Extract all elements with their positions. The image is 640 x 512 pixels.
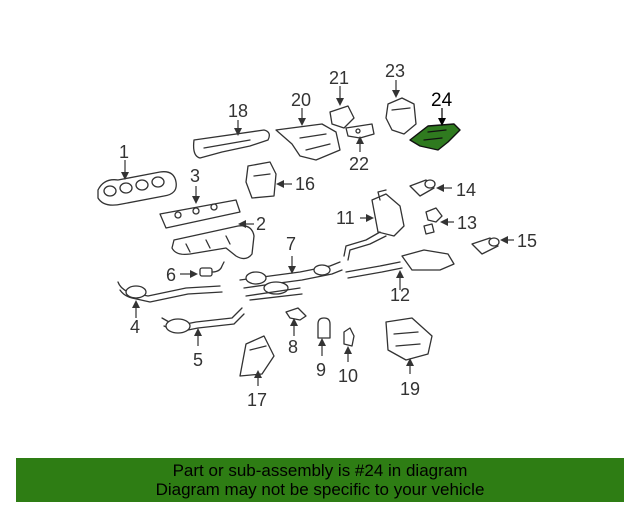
- callout-2: 2: [256, 214, 266, 234]
- part-6-oxygen-sensor[interactable]: [199, 261, 225, 277]
- part-3-gasket[interactable]: [159, 199, 241, 229]
- callout-12: 12: [390, 285, 410, 305]
- exhaust-parts-diagram: 1 3 2 18 20 21 22: [97, 61, 537, 410]
- part-10-insulator[interactable]: [343, 327, 355, 347]
- part-7-intermediate-pipe[interactable]: [239, 261, 343, 301]
- callout-19: 19: [400, 379, 420, 399]
- callout-8: 8: [288, 337, 298, 357]
- part-14-tail-tip[interactable]: [409, 179, 436, 197]
- part-21-bracket[interactable]: [329, 105, 355, 129]
- part-9-insulator[interactable]: [317, 317, 331, 339]
- callout-17: 17: [247, 390, 267, 410]
- part-22-bracket[interactable]: [345, 123, 375, 139]
- part-12-muffler[interactable]: [345, 249, 455, 279]
- callout-7: 7: [286, 234, 296, 254]
- callout-3: 3: [190, 166, 200, 186]
- callout-11: 11: [336, 208, 355, 228]
- callout-13: 13: [457, 213, 477, 233]
- callout-18: 18: [228, 101, 248, 121]
- part-8-hanger[interactable]: [285, 307, 307, 321]
- part-16-heat-shield[interactable]: [245, 161, 277, 199]
- part-20-heat-shield[interactable]: [275, 123, 341, 161]
- part-18-heat-shield[interactable]: [192, 129, 270, 159]
- part-19-heat-shield[interactable]: [385, 317, 433, 361]
- part-23-heat-shield[interactable]: [385, 97, 417, 135]
- callout-6: 6: [166, 265, 176, 285]
- callout-24: 24: [431, 90, 453, 111]
- part-11-resonator[interactable]: [343, 189, 405, 261]
- callout-21: 21: [329, 68, 349, 88]
- callout-23: 23: [385, 61, 405, 81]
- info-banner: Part or sub-assembly is #24 in diagram D…: [16, 458, 624, 502]
- callout-5: 5: [193, 350, 203, 370]
- callout-16: 16: [295, 174, 315, 194]
- callout-20: 20: [291, 90, 311, 110]
- callout-10: 10: [338, 366, 358, 386]
- banner-line-2: Diagram may not be specific to your vehi…: [155, 480, 485, 499]
- part-4-front-pipe[interactable]: [117, 281, 223, 303]
- callout-15: 15: [517, 231, 537, 251]
- part-24-heat-shield-highlighted[interactable]: [409, 123, 461, 151]
- part-15-tail-tip[interactable]: [471, 237, 500, 255]
- callout-22: 22: [349, 154, 369, 174]
- banner-line-1: Part or sub-assembly is #24 in diagram: [172, 461, 468, 480]
- callout-1: 1: [119, 142, 129, 162]
- part-1-manifold-gasket[interactable]: [97, 171, 177, 206]
- part-17-heat-shield[interactable]: [239, 335, 275, 377]
- part-2-exhaust-manifold[interactable]: [171, 225, 255, 260]
- callout-4: 4: [130, 317, 140, 337]
- part-5-front-pipe[interactable]: [161, 307, 245, 334]
- callout-14: 14: [456, 180, 476, 200]
- callout-9: 9: [316, 360, 326, 380]
- part-13-bracket[interactable]: [423, 207, 443, 235]
